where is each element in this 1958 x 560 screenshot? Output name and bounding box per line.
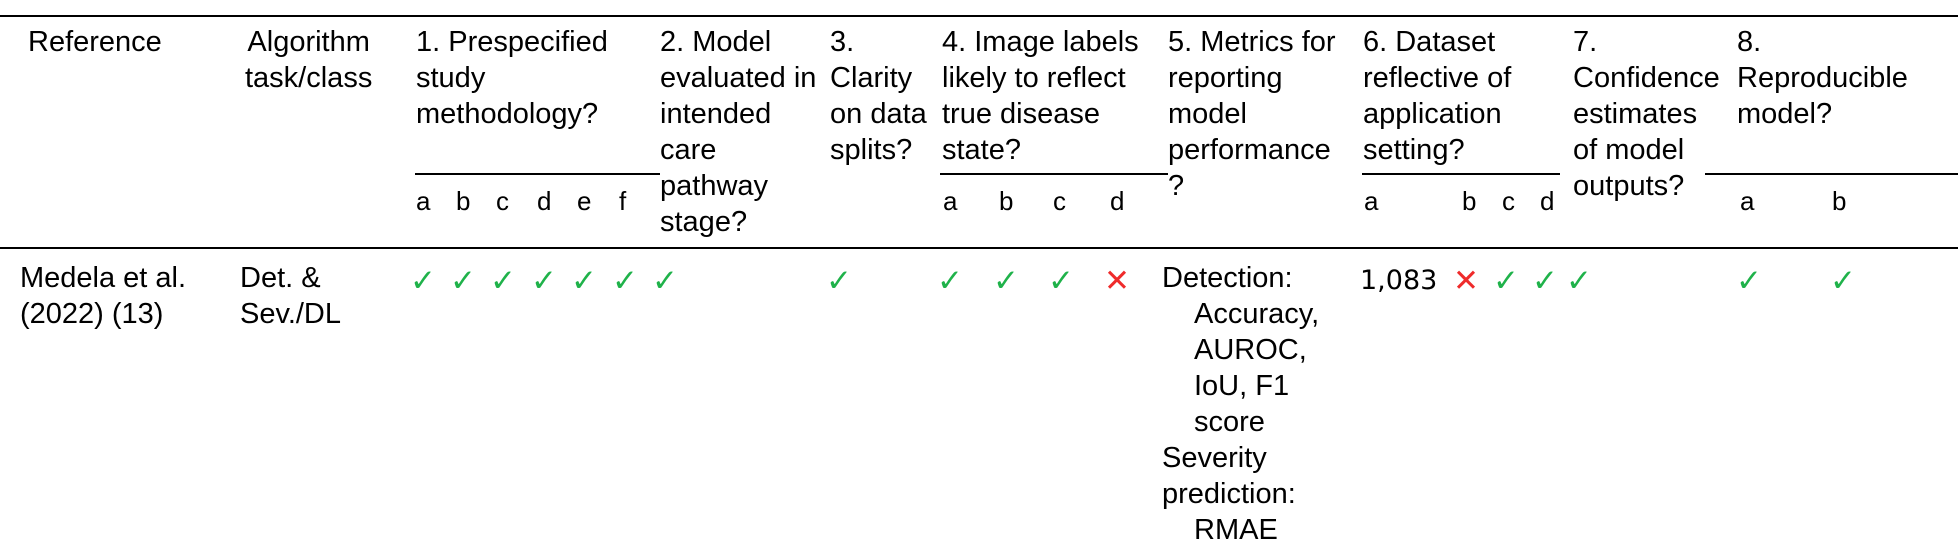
header-reference: Reference [28,26,162,58]
q6-d-check-icon: ✓ [1532,263,1558,299]
q1-sub-a: a [416,186,431,216]
q4-subheader-rule [940,173,1168,175]
q1-a-check-icon: ✓ [410,263,436,299]
header-q3: 3. Clarity on data splits? [830,26,927,166]
q7-check-icon: ✓ [1566,263,1592,299]
header-algorithm: Algorithm task/class [245,26,373,94]
q1-sub-e: e [577,186,592,216]
cell-metrics: Detection: Accuracy, AUROC, IoU, F1 scor… [1162,262,1320,546]
q4-sub-d: d [1110,186,1125,216]
q1-d-check-icon: ✓ [531,263,557,299]
header-bottom-rule [0,247,1958,249]
q4-sub-b: b [999,186,1014,216]
header-q4: 4. Image labels likely to reflect true d… [942,26,1139,166]
q1-b-check-icon: ✓ [450,263,476,299]
q6-sub-d: d [1540,186,1555,216]
q8-b-check-icon: ✓ [1830,263,1856,299]
q6-subheader-rule [1362,173,1560,175]
header-q6: 6. Dataset reflective of application set… [1363,26,1512,166]
q8-subheader-rule [1705,173,1958,175]
q2-check-icon: ✓ [652,263,678,299]
q1-sub-f: f [619,186,627,216]
q1-sub-d: d [537,186,552,216]
q6-sub-a: a [1364,186,1379,216]
q4-sub-c: c [1053,186,1066,216]
q8-sub-a: a [1740,186,1755,216]
header-q2: 2. Model evaluated in intended care path… [660,26,817,238]
q4-d-cross-icon: ✕ [1104,263,1130,299]
header-q5: 5. Metrics for reporting model performan… [1168,26,1336,202]
cell-reference: Medela et al. (2022) (13) [20,262,187,330]
q1-sub-c: c [496,186,509,216]
header-q8: 8. Reproducible model? [1737,26,1908,130]
q8-a-check-icon: ✓ [1736,263,1762,299]
q4-c-check-icon: ✓ [1048,263,1074,299]
header-q7: 7. Confidence estimates of model outputs… [1573,26,1720,202]
table-top-rule [0,15,1958,17]
q4-sub-a: a [943,186,958,216]
q6-sub-c: c [1502,186,1515,216]
q3-check-icon: ✓ [826,263,852,299]
q1-e-check-icon: ✓ [571,263,597,299]
q1-f-check-icon: ✓ [612,263,638,299]
q4-b-check-icon: ✓ [993,263,1019,299]
q1-c-check-icon: ✓ [490,263,516,299]
cell-algorithm: Det. & Sev./DL [240,262,342,330]
q6-b-cross-icon: ✕ [1453,263,1479,299]
q4-a-check-icon: ✓ [937,263,963,299]
q6-sub-b: b [1462,186,1477,216]
q6-c-check-icon: ✓ [1493,263,1519,299]
q6-a-value: 1,083 [1360,265,1438,296]
header-q1: 1. Prespecified study methodology? [416,26,608,130]
q8-sub-b: b [1832,186,1847,216]
q1-sub-b: b [456,186,471,216]
q1-subheader-rule [415,173,660,175]
